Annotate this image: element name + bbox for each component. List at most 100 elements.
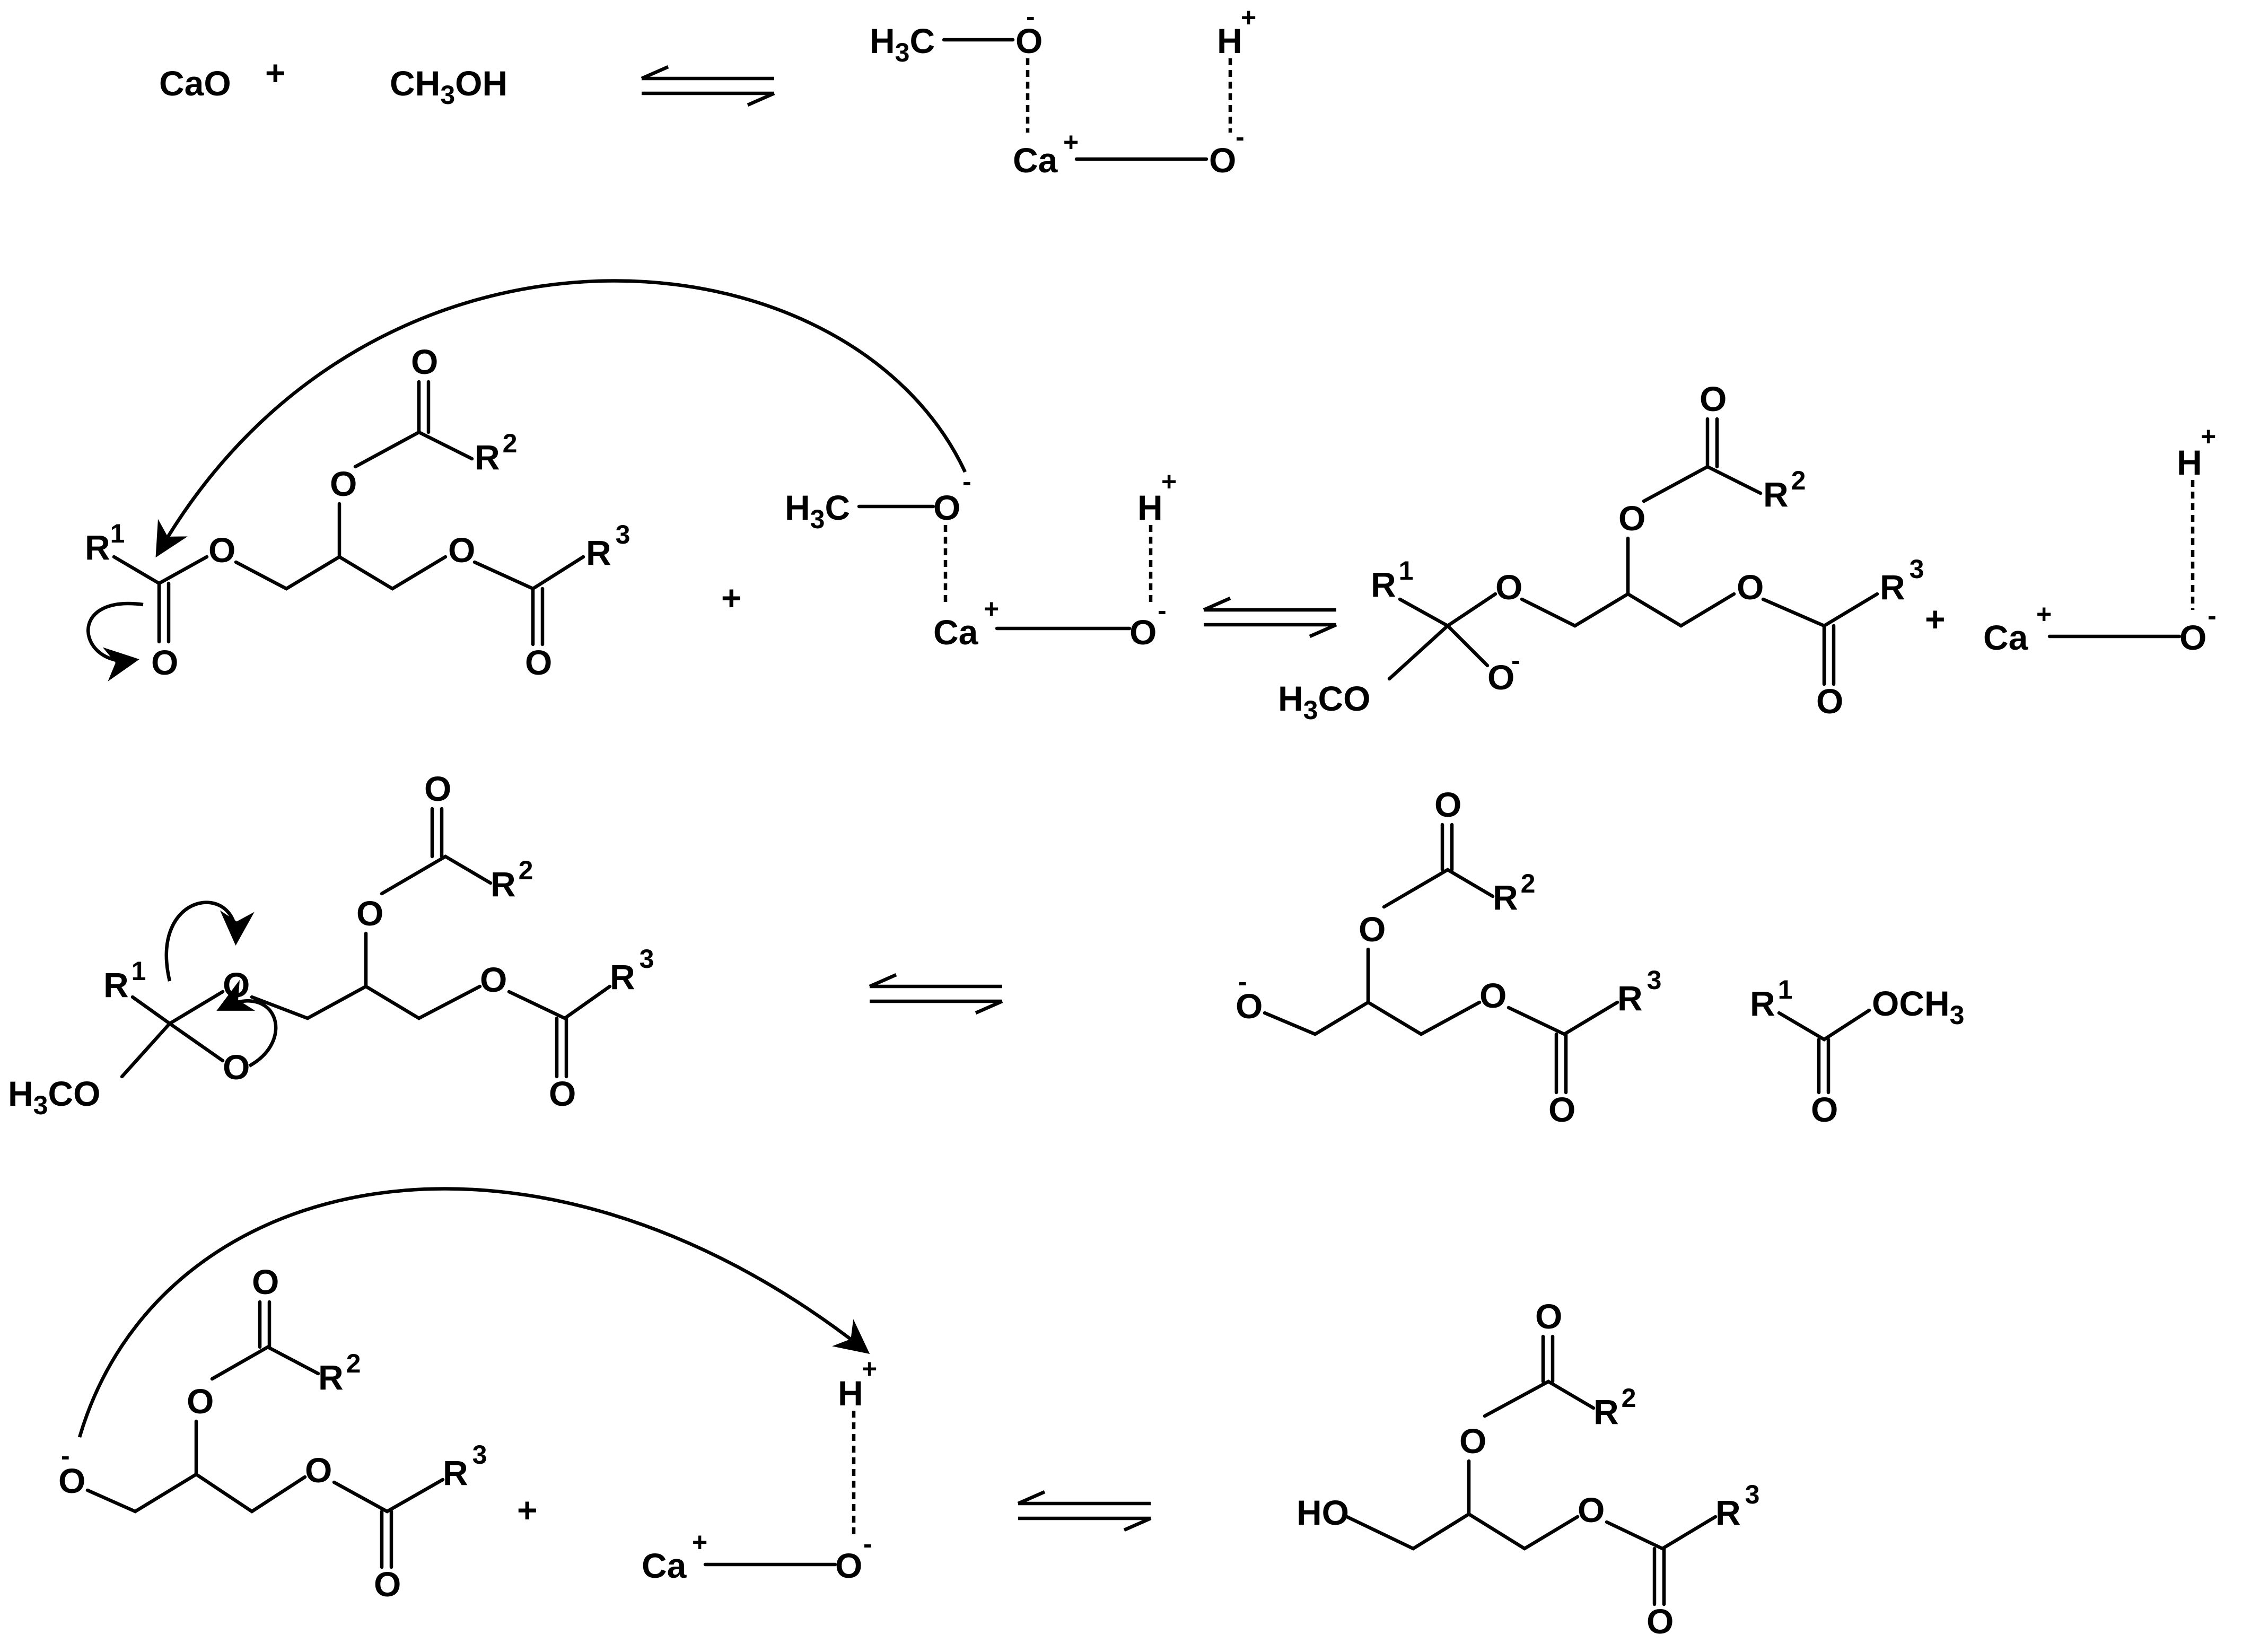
calcium-label: Ca bbox=[642, 1546, 687, 1585]
carbonyl-o-2: O bbox=[1535, 1297, 1562, 1336]
hydroxide-charge: - bbox=[1158, 596, 1167, 625]
ester-o-3: O bbox=[448, 530, 475, 570]
equilibrium-arrow-3 bbox=[870, 975, 1002, 1013]
hydroxide-oxygen: O bbox=[1209, 141, 1236, 180]
equilibrium-arrow-4 bbox=[1018, 1492, 1151, 1530]
methoxide-charge: - bbox=[1026, 2, 1035, 31]
methyl-label: H3C bbox=[785, 488, 850, 534]
step-2-calcium-complex: H3C O - Ca + O - H + bbox=[785, 467, 1177, 652]
ester-o-3: O bbox=[1479, 976, 1507, 1015]
hydroxide-charge: - bbox=[863, 1529, 872, 1559]
calcium-label: Ca bbox=[1013, 141, 1058, 180]
alkoxide-oxygen: O bbox=[1236, 986, 1263, 1026]
methoxy-group: OCH3 bbox=[1872, 984, 1964, 1030]
step-2-regenerated-catalyst: Ca + O - H + bbox=[1983, 422, 2217, 657]
calcium-charge: + bbox=[692, 1527, 707, 1557]
proton-label: H bbox=[1137, 488, 1163, 527]
plus-sign: + bbox=[517, 1490, 538, 1529]
carbonyl-o-3: O bbox=[525, 643, 552, 682]
carbonyl-o-3: O bbox=[549, 1074, 576, 1113]
hydroxide-oxygen: O bbox=[835, 1546, 862, 1585]
proton-charge: + bbox=[2201, 422, 2216, 451]
ester-o-3: O bbox=[1737, 567, 1764, 607]
carbonyl-o-2: O bbox=[1434, 785, 1461, 824]
plus-sign: + bbox=[1925, 599, 1946, 639]
methoxide-charge: - bbox=[962, 467, 971, 496]
ester-o-1: O bbox=[1495, 567, 1522, 607]
calcium-label: Ca bbox=[933, 613, 979, 652]
methoxy-group: H3CO bbox=[1278, 679, 1371, 725]
ester-o-3: O bbox=[1578, 1490, 1605, 1529]
proton-label: H bbox=[838, 1374, 863, 1413]
hydroxide-charge: - bbox=[1236, 122, 1245, 152]
carbonyl-o-3: O bbox=[1548, 1090, 1575, 1129]
proton-charge: + bbox=[862, 1354, 877, 1384]
ester-o-2: O bbox=[330, 464, 357, 503]
plus-sign: + bbox=[721, 578, 742, 617]
methoxide-oxygen: O bbox=[933, 488, 960, 527]
step-1-product-complex: H3C O - Ca + O - H + bbox=[870, 2, 1256, 180]
hydroxide-oxygen: O bbox=[1129, 613, 1157, 652]
ester-o-3: O bbox=[305, 1450, 332, 1490]
proton-transfer-arrow bbox=[77, 1187, 870, 1438]
equilibrium-arrow-2 bbox=[1204, 598, 1336, 636]
methyl-label: H3C bbox=[870, 21, 935, 67]
methoxy-group: H3CO bbox=[8, 1074, 101, 1120]
ester-o-1: O bbox=[208, 530, 235, 570]
step-4-calcium-complex: Ca + O - H + bbox=[642, 1354, 877, 1585]
alkoxide-charge: - bbox=[1238, 967, 1247, 997]
ester-o-2: O bbox=[1618, 499, 1645, 538]
carbonyl-o-3: O bbox=[374, 1564, 401, 1604]
r1-label: R1 bbox=[85, 519, 125, 567]
cao-label: CaO bbox=[159, 64, 231, 103]
attack-arrow-step-2 bbox=[155, 279, 967, 558]
hydroxide-charge: - bbox=[2208, 601, 2217, 631]
carbonyl-o-3: O bbox=[1647, 1602, 1674, 1641]
plus-sign: + bbox=[265, 53, 286, 92]
alkoxide-charge: - bbox=[61, 1441, 70, 1471]
carbonyl-o-2: O bbox=[424, 769, 451, 808]
methanol-label: CH3OH bbox=[390, 64, 507, 110]
proton-charge: + bbox=[1241, 3, 1256, 32]
proton-label: H bbox=[1217, 21, 1242, 60]
ester-o-2: O bbox=[356, 894, 383, 933]
ester-o-3: O bbox=[480, 960, 507, 999]
proton-label: H bbox=[2177, 443, 2202, 482]
alkoxide-oxygen: O bbox=[1487, 658, 1514, 697]
ester-o-2: O bbox=[1359, 910, 1386, 949]
ester-o-1: O bbox=[223, 965, 250, 1004]
carbonyl-oxygen: O bbox=[1811, 1090, 1838, 1129]
proton-charge: + bbox=[1161, 467, 1177, 496]
equilibrium-arrow-1 bbox=[642, 67, 774, 105]
carbonyl-o-2: O bbox=[411, 342, 438, 381]
carbonyl-o-2: O bbox=[1700, 379, 1727, 418]
calcium-charge: + bbox=[1063, 127, 1079, 157]
hydroxyl-group: HO bbox=[1297, 1493, 1349, 1532]
alkoxide-oxygen: O bbox=[223, 1047, 250, 1087]
calcium-label: Ca bbox=[1983, 618, 2029, 657]
carbonyl-o-3: O bbox=[1816, 681, 1843, 721]
ester-o-2: O bbox=[187, 1382, 214, 1421]
methoxide-oxygen: O bbox=[1015, 21, 1043, 60]
calcium-charge: + bbox=[984, 594, 999, 624]
alkoxide-oxygen: O bbox=[58, 1461, 85, 1500]
hydroxide-oxygen: O bbox=[2179, 618, 2206, 657]
